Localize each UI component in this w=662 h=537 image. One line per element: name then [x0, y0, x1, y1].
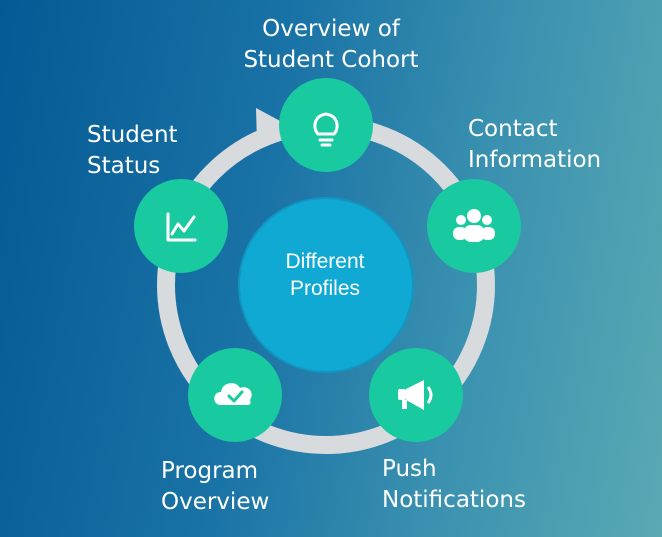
megaphone-icon [398, 380, 433, 410]
label-contact-information: Contact Information [468, 114, 601, 176]
lightbulb-icon [313, 112, 339, 147]
center-label-line1: Different [285, 250, 365, 273]
cycle-arrowhead [256, 108, 282, 143]
label-line: Student Cohort [243, 47, 419, 73]
center-label-line2: Profiles [289, 277, 361, 300]
line-chart-icon [166, 212, 197, 242]
label-line: Program [161, 458, 259, 484]
node-contact-information [427, 179, 521, 273]
node-student-status [134, 179, 228, 273]
label-line: Push [382, 456, 437, 482]
label-program-overview: Program Overview [161, 456, 269, 518]
label-line: Contact [468, 116, 558, 142]
label-line: Student [87, 122, 178, 148]
label-line: Information [468, 147, 602, 173]
label-overview-of-student-cohort: Overview of Student Cohort [226, 14, 436, 76]
center-label: Different Profiles [240, 248, 410, 302]
cloud-check-icon [214, 383, 252, 405]
node-push-notifications [369, 348, 463, 442]
label-line: Overview [161, 489, 270, 515]
label-student-status: Student Status [87, 120, 178, 182]
users-icon [453, 209, 495, 242]
node-overview-of-student-cohort [279, 78, 373, 172]
label-line: Status [87, 153, 161, 179]
node-program-overview [188, 348, 282, 442]
label-line: Overview of [262, 16, 400, 42]
label-push-notifications: Push Notifications [382, 454, 526, 516]
center-circle [238, 197, 414, 373]
label-line: Notifications [382, 487, 526, 513]
